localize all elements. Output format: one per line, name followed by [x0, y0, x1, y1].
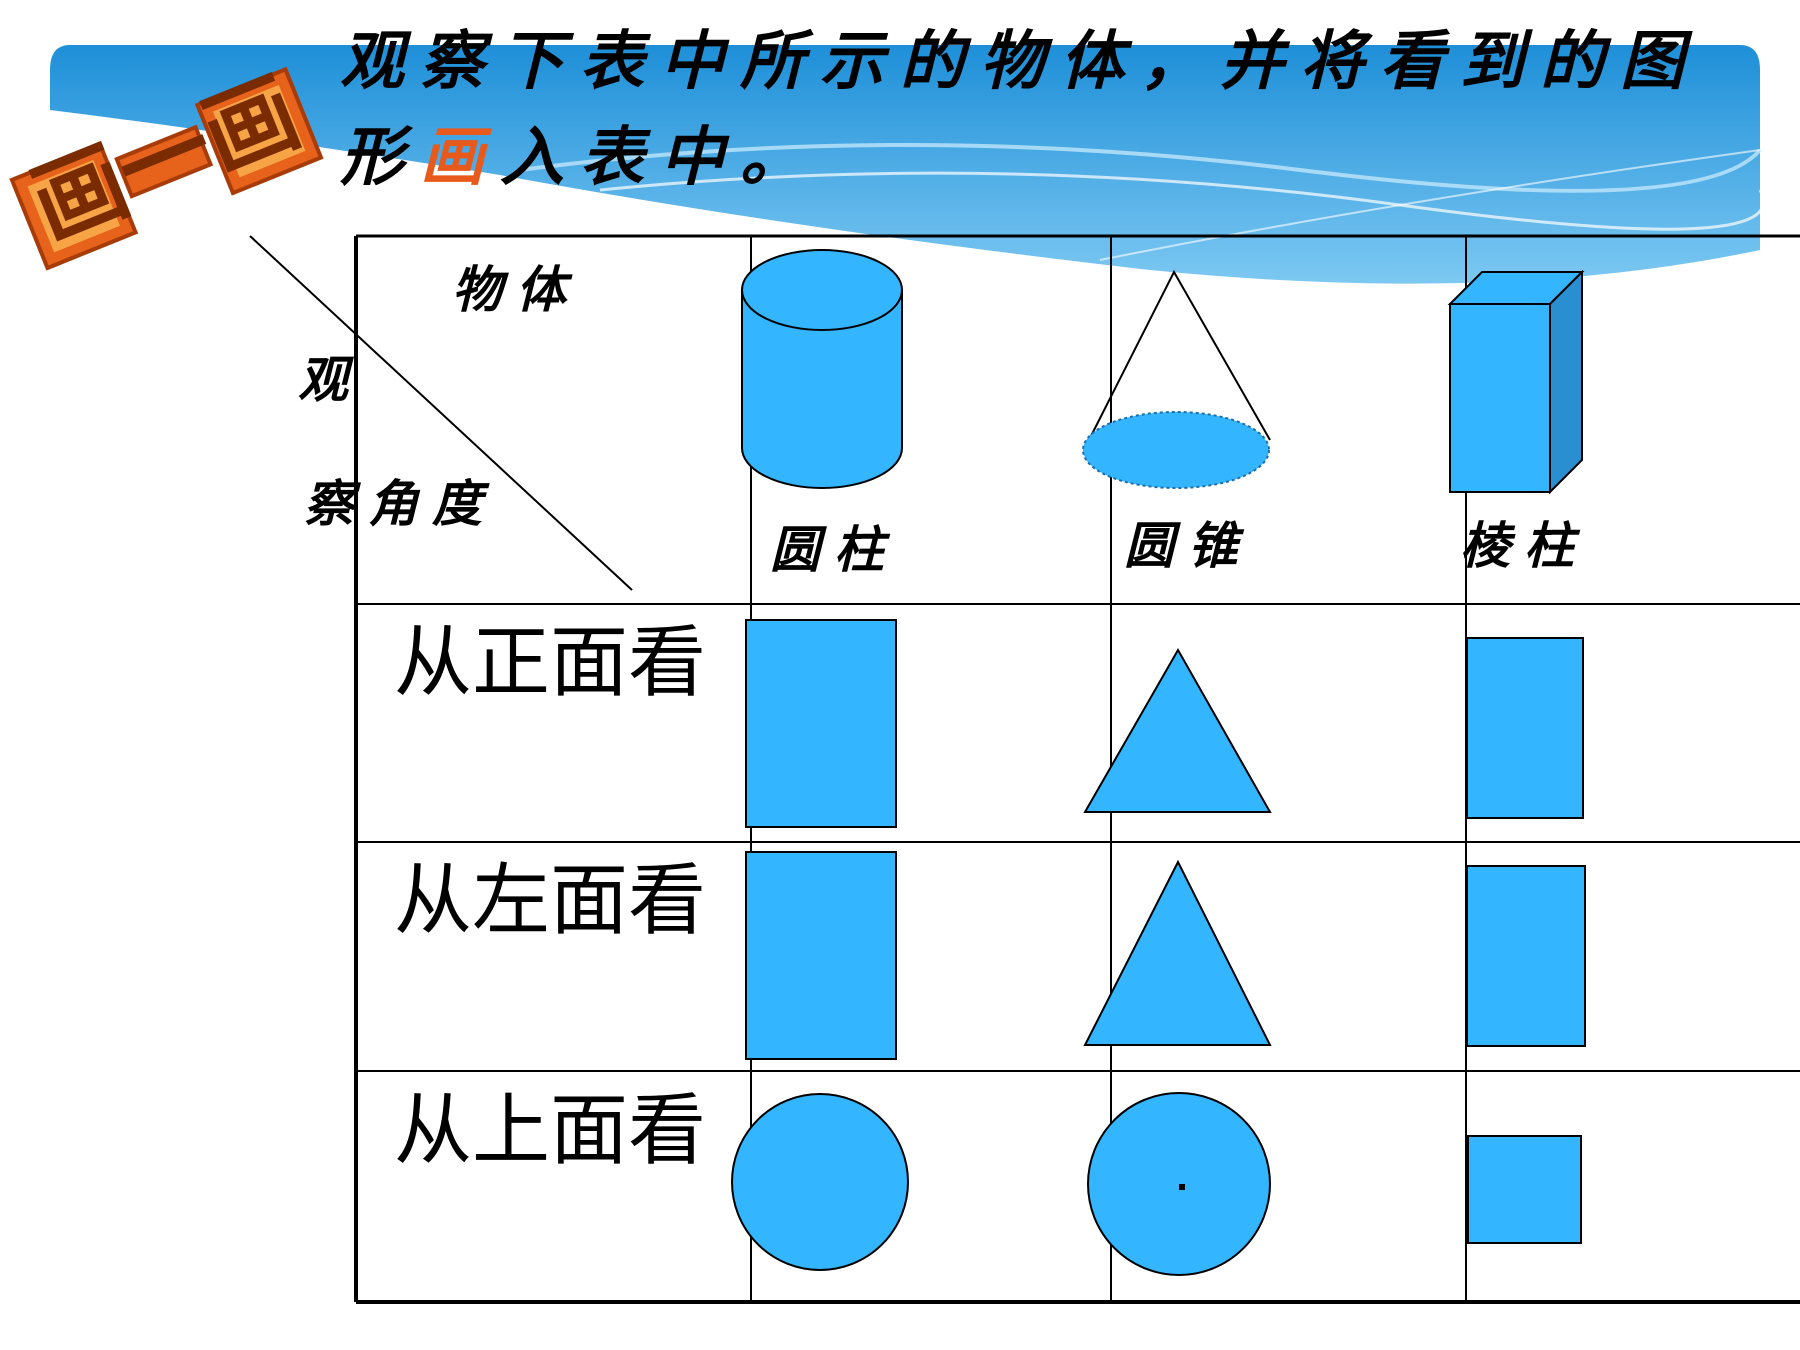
cylinder-icon	[741, 249, 903, 489]
left-view-cone-triangle	[1083, 859, 1272, 1046]
front-view-cylinder-rectangle	[745, 619, 897, 828]
draw-badge-icon: 画一画	[9, 57, 324, 271]
left-view-cylinder-rectangle	[745, 851, 897, 1060]
page-title: 观察下表中所示的物体，并将看到的图 形画入表中。	[340, 14, 1740, 206]
title-line-2-before: 形	[340, 120, 420, 195]
top-view-cone-center-dot	[1179, 1184, 1185, 1190]
top-view-cylinder-circle	[731, 1093, 909, 1271]
top-view-prism-square	[1467, 1135, 1582, 1244]
corner-label-view-1: 观	[298, 350, 362, 409]
front-view-cone-triangle	[1083, 647, 1272, 813]
corner-diagonal	[249, 235, 633, 591]
corner-label-view-2: 察角度	[304, 474, 496, 533]
column-label-cylinder: 圆柱	[770, 520, 898, 579]
column-label-cone: 圆锥	[1124, 516, 1252, 575]
title-line-2-after: 入表中。	[500, 120, 820, 195]
cone-icon	[1082, 269, 1271, 489]
left-view-prism-rectangle	[1466, 865, 1586, 1047]
title-accent-word: 画	[420, 120, 500, 195]
column-label-prism: 棱柱	[1460, 516, 1588, 575]
row-label-front: 从正面看	[394, 618, 707, 708]
prism-icon	[1447, 269, 1585, 495]
corner-label-object: 物体	[452, 260, 580, 319]
row-label-top: 从上面看	[394, 1086, 707, 1176]
row-label-left: 从左面看	[394, 856, 707, 946]
header-banner	[50, 45, 1766, 284]
title-line-2: 形画入表中。	[340, 110, 1740, 206]
front-view-prism-rectangle	[1466, 637, 1584, 819]
title-line-1: 观察下表中所示的物体，并将看到的图	[340, 24, 1700, 99]
